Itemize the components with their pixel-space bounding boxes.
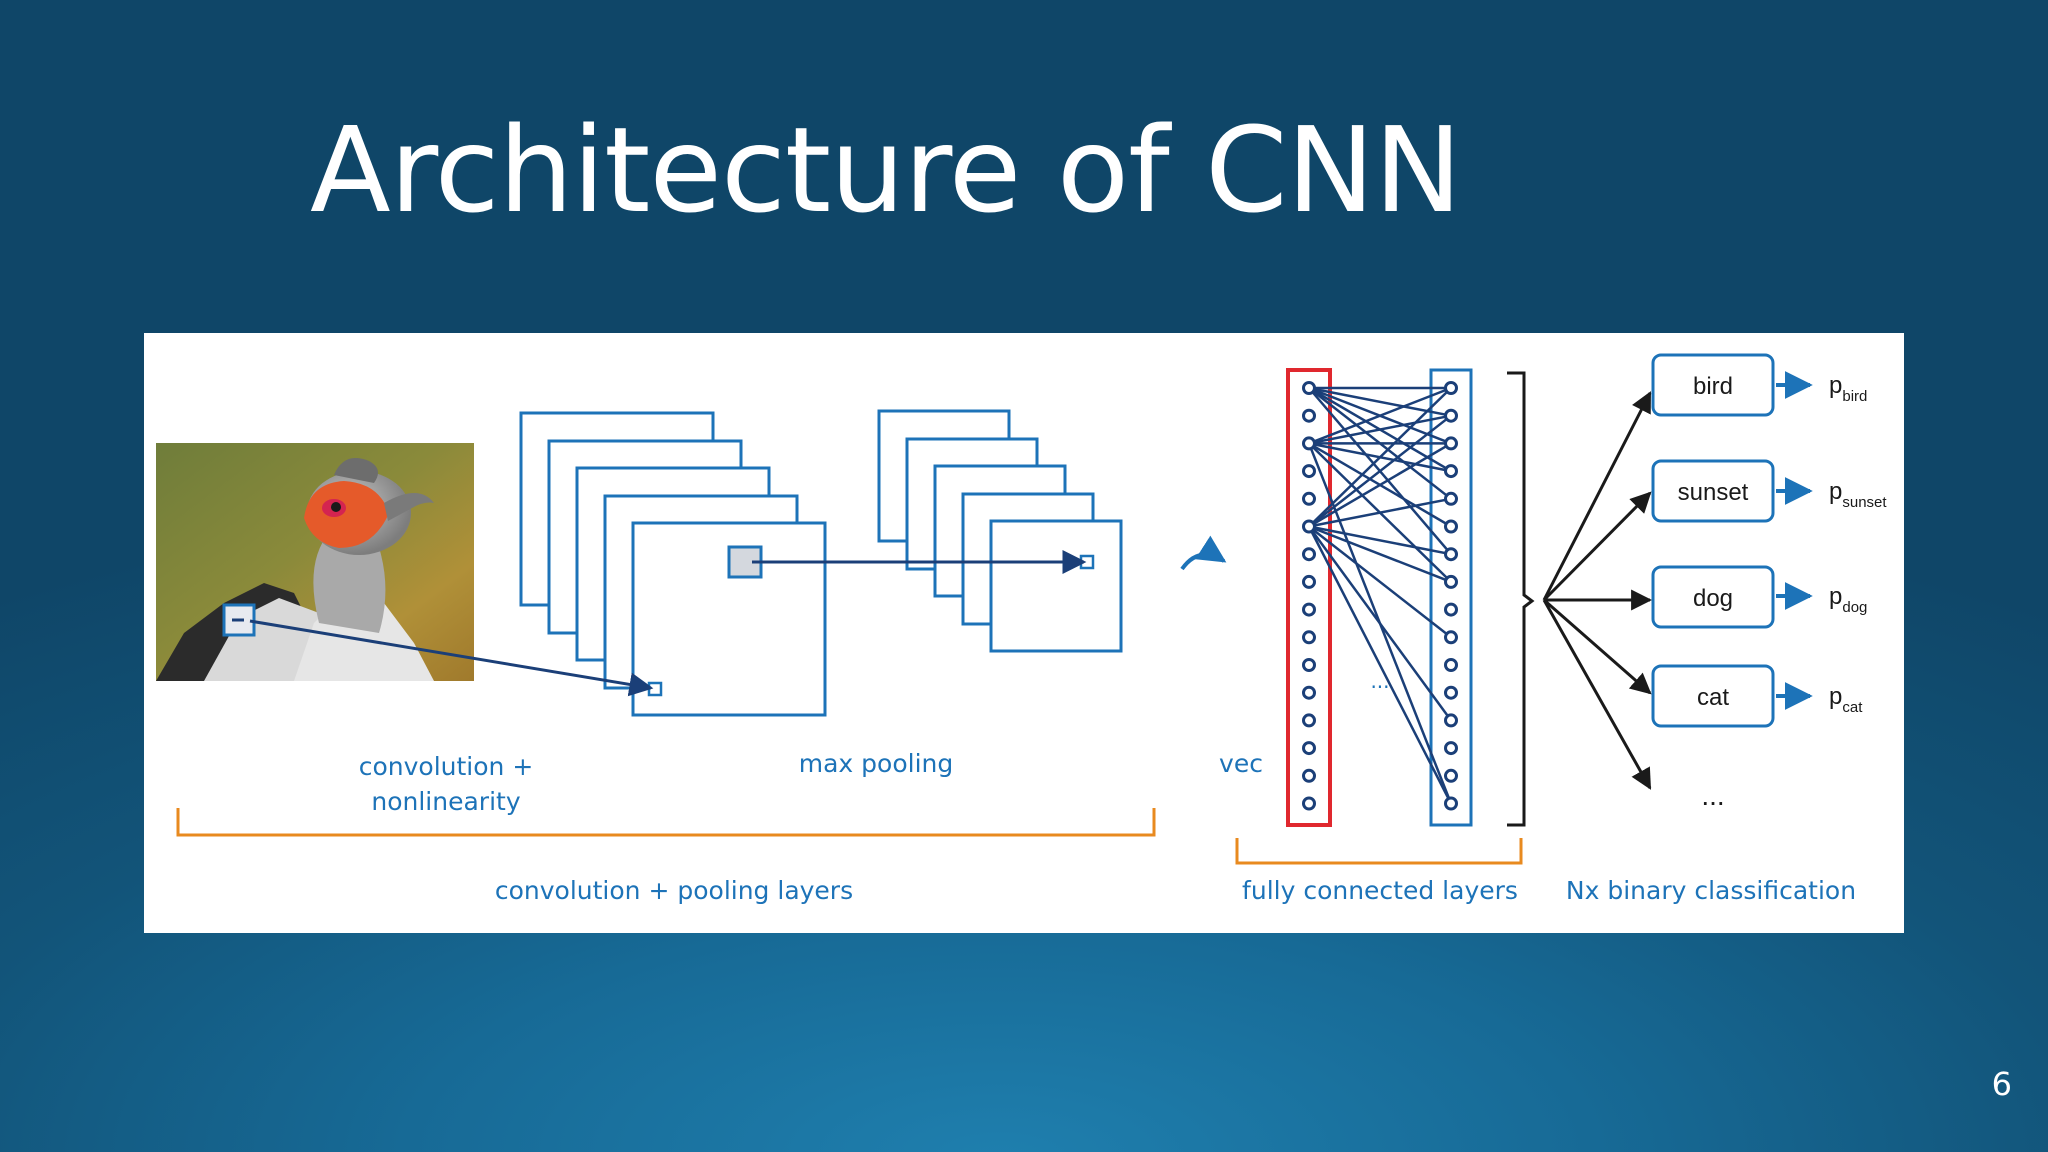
conv-feature-maps	[519, 411, 827, 717]
cnn-architecture-diagram: convolution + nonlinearity max pooling v…	[156, 353, 1887, 905]
conv-pool-layers-label: convolution + pooling layers	[495, 876, 853, 905]
vec-node	[1302, 547, 1316, 562]
output-brace	[1507, 371, 1535, 827]
fc-link	[1307, 525, 1453, 805]
nx-binary-label: Nx binary classification	[1566, 876, 1856, 905]
vec-node	[1302, 768, 1316, 783]
vec-node	[1302, 436, 1316, 451]
prob-cat: pcat	[1829, 683, 1863, 716]
class-label-dog: dog	[1693, 585, 1733, 612]
class-box-bird: bird	[1651, 353, 1775, 417]
curved-arrow-icon	[1180, 535, 1227, 571]
fc-node	[1444, 768, 1458, 783]
fc-node	[1444, 796, 1458, 811]
fc-node	[1444, 381, 1458, 395]
prob-sunset: psunset	[1829, 478, 1887, 511]
vec-node	[1302, 630, 1316, 645]
fc-link	[1308, 497, 1452, 528]
vec-node	[1302, 602, 1316, 617]
fc-link	[1308, 525, 1452, 584]
fc-node	[1444, 436, 1458, 451]
fc-link	[1308, 414, 1452, 528]
fc-link	[1308, 386, 1452, 445]
class-ellipsis: ...	[1701, 780, 1724, 811]
fc-bracket	[1235, 838, 1523, 865]
fc-nodes	[1444, 381, 1458, 811]
vec-node	[1302, 796, 1316, 811]
input-image	[156, 443, 474, 681]
fc-node	[1444, 602, 1458, 617]
fc-link	[1307, 525, 1453, 722]
fc-node	[1444, 658, 1458, 672]
prob-dog: pdog	[1829, 583, 1867, 616]
vec-node	[1302, 574, 1316, 589]
fc-layers-label: fully connected layers	[1242, 876, 1518, 905]
class-box-sunset: sunset	[1651, 459, 1775, 523]
class-label-cat: cat	[1697, 684, 1729, 711]
pool-feature-maps	[877, 409, 1123, 653]
vec-node	[1302, 685, 1316, 700]
conv-pool-bracket	[176, 808, 1156, 837]
vec-column	[1286, 368, 1332, 827]
fc-node	[1444, 574, 1458, 589]
fc-connections	[1307, 386, 1453, 805]
image-to-conv-arrow	[249, 619, 654, 697]
fc-link	[1308, 442, 1452, 528]
vec-node	[1302, 658, 1316, 672]
class-fanout-arrows	[1542, 391, 1653, 790]
fc-node	[1444, 464, 1458, 479]
vec-node	[1302, 381, 1316, 395]
fc-link	[1308, 387, 1452, 528]
fc-node	[1444, 630, 1458, 645]
vec-node	[1302, 713, 1316, 728]
vec-nodes	[1302, 381, 1316, 811]
class-label-sunset: sunset	[1678, 479, 1749, 506]
class-box-dog: dog	[1651, 565, 1775, 629]
cnn-diagram-panel: convolution + nonlinearity max pooling v…	[144, 333, 1904, 933]
conv-label-line2: nonlinearity	[371, 787, 520, 816]
vec-node	[1302, 464, 1316, 479]
vec-node	[1302, 491, 1316, 506]
fc-link	[1308, 525, 1452, 556]
fc-node	[1444, 547, 1458, 562]
conv-patch	[727, 545, 763, 579]
class-box-cat: cat	[1651, 664, 1775, 728]
fc-node	[1444, 685, 1458, 700]
slide-title: Architecture of CNN	[310, 101, 1462, 239]
fc-node	[1444, 741, 1458, 756]
vec-node	[1302, 519, 1316, 534]
prob-arrows	[1776, 371, 1813, 710]
fc-ellipsis: ...	[1370, 669, 1389, 693]
vec-label: vec	[1219, 749, 1263, 778]
fc-node	[1444, 713, 1458, 728]
vec-node	[1302, 408, 1316, 423]
slide-number: 6	[1991, 1065, 2012, 1103]
fc-node	[1444, 519, 1458, 534]
conv-label-line1: convolution +	[359, 752, 534, 781]
fc-node	[1444, 408, 1458, 423]
vec-node	[1302, 741, 1316, 756]
fc-link	[1308, 414, 1452, 445]
fc-link	[1308, 525, 1452, 639]
class-label-bird: bird	[1693, 373, 1733, 400]
max-pooling-label: max pooling	[799, 749, 953, 778]
fc-node	[1444, 491, 1458, 506]
prob-bird: pbird	[1829, 372, 1867, 405]
fc-column	[1429, 368, 1473, 827]
